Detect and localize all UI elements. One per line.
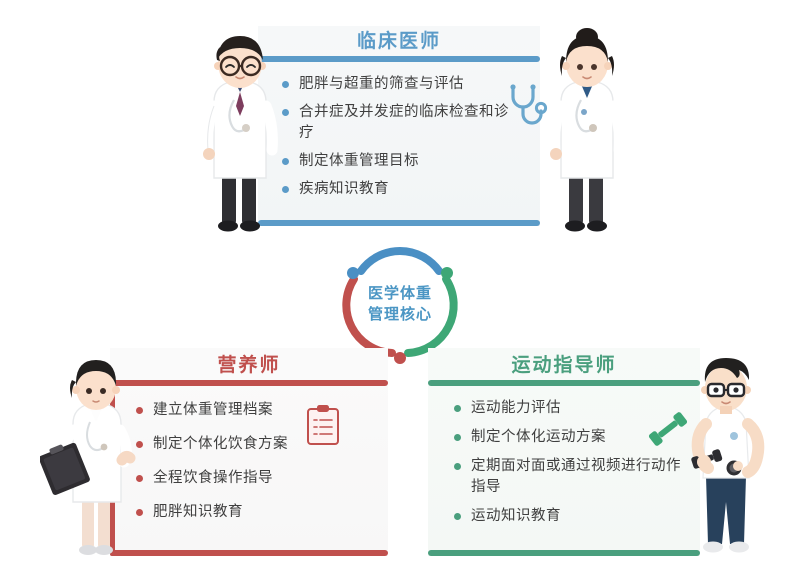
clinician-bullet-list: 肥胖与超重的筛查与评估 合并症及并发症的临床检查和诊疗 制定体重管理目标 疾病知… (282, 74, 522, 207)
nutritionist-figure (38, 352, 148, 560)
clinician-top-rule (258, 56, 540, 62)
clinician-bottom-rule (258, 220, 540, 226)
list-item: 制定个体化饮食方案 (136, 434, 376, 455)
exercise-bottom-rule (428, 550, 700, 556)
fitness-trainer-figure (668, 352, 784, 560)
dot-top-right (441, 267, 453, 279)
nutritionist-bottom-rule (110, 550, 388, 556)
list-item: 制定体重管理目标 (282, 151, 522, 172)
dot-bottom (394, 352, 406, 364)
top-arc (357, 246, 443, 275)
nutritionist-title: 营养师 (217, 355, 281, 376)
dumbbell-icon (646, 406, 690, 452)
dot-top-left (347, 267, 359, 279)
hub-label: 医学体重 管理核心 (328, 283, 472, 325)
male-doctor-figure (190, 28, 290, 234)
exercise-title: 运动指导师 (511, 355, 617, 376)
clipboard-icon (306, 404, 340, 446)
list-item: 制定个体化运动方案 (454, 427, 690, 448)
list-item: 疾病知识教育 (282, 179, 522, 200)
list-item: 运动能力评估 (454, 398, 690, 419)
right-arc (404, 275, 458, 357)
exercise-panel: 运动指导师 运动能力评估 制定个体化运动方案 定期面对面或通过视频进行动作指导 … (428, 348, 700, 556)
exercise-top-rule (428, 380, 700, 386)
female-doctor-figure (535, 28, 635, 234)
list-item: 肥胖与超重的筛查与评估 (282, 74, 522, 95)
list-item: 运动知识教育 (454, 506, 690, 527)
nutritionist-panel: 营养师 建立体重管理档案 制定个体化饮食方案 全程饮食操作指导 肥胖知识教育 (110, 348, 388, 556)
hub-label-line1: 医学体重 (367, 285, 432, 302)
stethoscope-icon (505, 82, 549, 130)
nutritionist-top-rule (110, 380, 388, 386)
hub-label-line2: 管理核心 (367, 306, 432, 323)
list-item: 合并症及并发症的临床检查和诊疗 (282, 102, 522, 144)
list-item: 全程饮食操作指导 (136, 468, 376, 489)
center-hub: 医学体重 管理核心 (328, 243, 472, 369)
list-item: 定期面对面或通过视频进行动作指导 (454, 456, 690, 498)
clinician-title: 临床医师 (356, 31, 441, 52)
nutritionist-bullet-list: 建立体重管理档案 制定个体化饮食方案 全程饮食操作指导 肥胖知识教育 (136, 400, 376, 536)
exercise-bullet-list: 运动能力评估 制定个体化运动方案 定期面对面或通过视频进行动作指导 运动知识教育 (454, 398, 690, 535)
clinician-panel: 临床医师 肥胖与超重的筛查与评估 合并症及并发症的临床检查和诊疗 制定体重管理目… (258, 26, 540, 226)
list-item: 建立体重管理档案 (136, 400, 376, 421)
list-item: 肥胖知识教育 (136, 502, 376, 523)
